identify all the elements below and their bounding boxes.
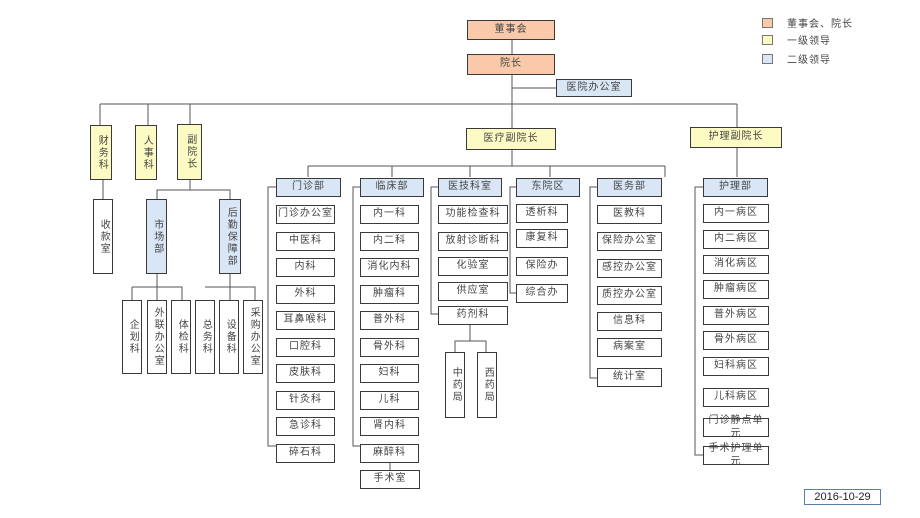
- nursing-vp-node: 护理副院长: [690, 127, 782, 148]
- checkup-node: 体检科: [171, 300, 191, 374]
- east-head: 东院区: [516, 178, 580, 197]
- medaffairs-item: 质控办公室: [597, 286, 662, 305]
- clinical-item: 内一科: [360, 205, 419, 224]
- clinical-head: 临床部: [360, 178, 424, 197]
- east-item: 透析科: [516, 204, 568, 223]
- outpatient-head: 门诊部: [276, 178, 341, 197]
- legend-label: 董事会、院长: [787, 19, 853, 30]
- medaffairs-item: 保险办公室: [597, 232, 662, 251]
- legend-swatch-level1: [762, 34, 773, 45]
- nursing-item: 普外病区: [703, 306, 769, 325]
- outpatient-item: 针灸科: [276, 390, 335, 410]
- medaffairs-head: 医务部: [597, 178, 662, 197]
- board-node: 董事会: [467, 20, 555, 40]
- procurement-office-node: 采购办公室: [243, 300, 263, 374]
- vice-president-node: 副院长: [177, 124, 202, 180]
- nursing-item: 内一病区: [703, 204, 769, 223]
- clinical-item: 肾内科: [360, 417, 419, 436]
- outpatient-item: 门诊办公室: [276, 205, 335, 224]
- clinical-item: 儿科: [360, 390, 419, 410]
- nursing-item: 内二病区: [703, 230, 769, 249]
- hospital-office-node: 医院办公室: [556, 79, 632, 97]
- clinical-item: 内二科: [360, 231, 419, 251]
- nursing-item: 骨外病区: [703, 331, 769, 350]
- outpatient-item: 耳鼻喉科: [276, 311, 335, 330]
- medaffairs-item: 医教科: [597, 205, 662, 224]
- clinical-item: 麻醉科: [360, 443, 419, 463]
- general-affairs-node: 总务科: [195, 300, 215, 374]
- marketing-node: 市场部: [146, 199, 167, 274]
- planning-node: 企划科: [122, 300, 142, 374]
- outpatient-item: 外科: [276, 284, 335, 304]
- date-label: 2016-10-29: [804, 489, 881, 505]
- nursing-item: 手术护理单元: [703, 443, 769, 467]
- nursing-item: 肿瘤病区: [703, 280, 769, 299]
- legend-item: 二级领导: [762, 51, 831, 66]
- external-office-node: 外联办公室: [147, 300, 167, 374]
- clinical-item: 骨外科: [360, 337, 419, 357]
- nursing-head: 护理部: [703, 178, 768, 197]
- nursing-item: 儿科病区: [703, 388, 769, 407]
- nursing-item: 消化病区: [703, 255, 769, 274]
- nursing-item: 门诊静点单元: [703, 415, 769, 439]
- medical-vp-node: 医疗副院长: [466, 128, 556, 150]
- legend-label: 一级领导: [787, 36, 831, 47]
- outpatient-item: 皮肤科: [276, 364, 335, 383]
- cashier-node: 收款室: [93, 199, 113, 274]
- legend-item: 董事会、院长: [762, 15, 853, 30]
- clinical-item: 肿瘤科: [360, 284, 419, 304]
- western-pharmacy-node: 西药局: [477, 352, 497, 418]
- legend-item: 一级领导: [762, 32, 831, 47]
- logistics-node: 后勤保障部: [219, 199, 241, 274]
- clinical-item: 消化内科: [360, 258, 419, 277]
- chinese-pharmacy-node: 中药局: [445, 352, 465, 418]
- medaffairs-item: 统计室: [597, 368, 662, 387]
- hr-node: 人事科: [135, 125, 157, 180]
- finance-node: 财务科: [90, 125, 112, 180]
- medtech-item: 药剂科: [438, 306, 508, 325]
- clinical-item: 普外科: [360, 311, 419, 330]
- legend-label: 二级领导: [787, 55, 831, 66]
- east-item: 保险办: [516, 257, 568, 276]
- outpatient-item: 碎石科: [276, 443, 335, 463]
- operating-room-node: 手术室: [360, 470, 420, 489]
- outpatient-item: 中医科: [276, 231, 335, 251]
- medtech-head: 医技科室: [438, 178, 502, 197]
- east-item: 综合办: [516, 284, 568, 303]
- medaffairs-item: 信息科: [597, 312, 662, 331]
- outpatient-item: 内科: [276, 258, 335, 277]
- nursing-item: 妇科病区: [703, 357, 769, 376]
- outpatient-item: 口腔科: [276, 337, 335, 357]
- clinical-item: 妇科: [360, 364, 419, 383]
- medaffairs-item: 病案室: [597, 338, 662, 357]
- medtech-item: 供应室: [438, 282, 508, 301]
- medtech-item: 放射诊断科: [438, 232, 508, 251]
- outpatient-item: 急诊科: [276, 417, 335, 436]
- medtech-item: 化验室: [438, 257, 508, 276]
- east-item: 康复科: [516, 229, 568, 248]
- medtech-item: 功能检查科: [438, 205, 508, 224]
- president-node: 院长: [467, 54, 555, 75]
- equipment-node: 设备科: [219, 300, 239, 374]
- medaffairs-item: 感控办公室: [597, 259, 662, 278]
- legend-swatch-level2: [762, 53, 773, 64]
- legend-swatch-top: [762, 17, 773, 28]
